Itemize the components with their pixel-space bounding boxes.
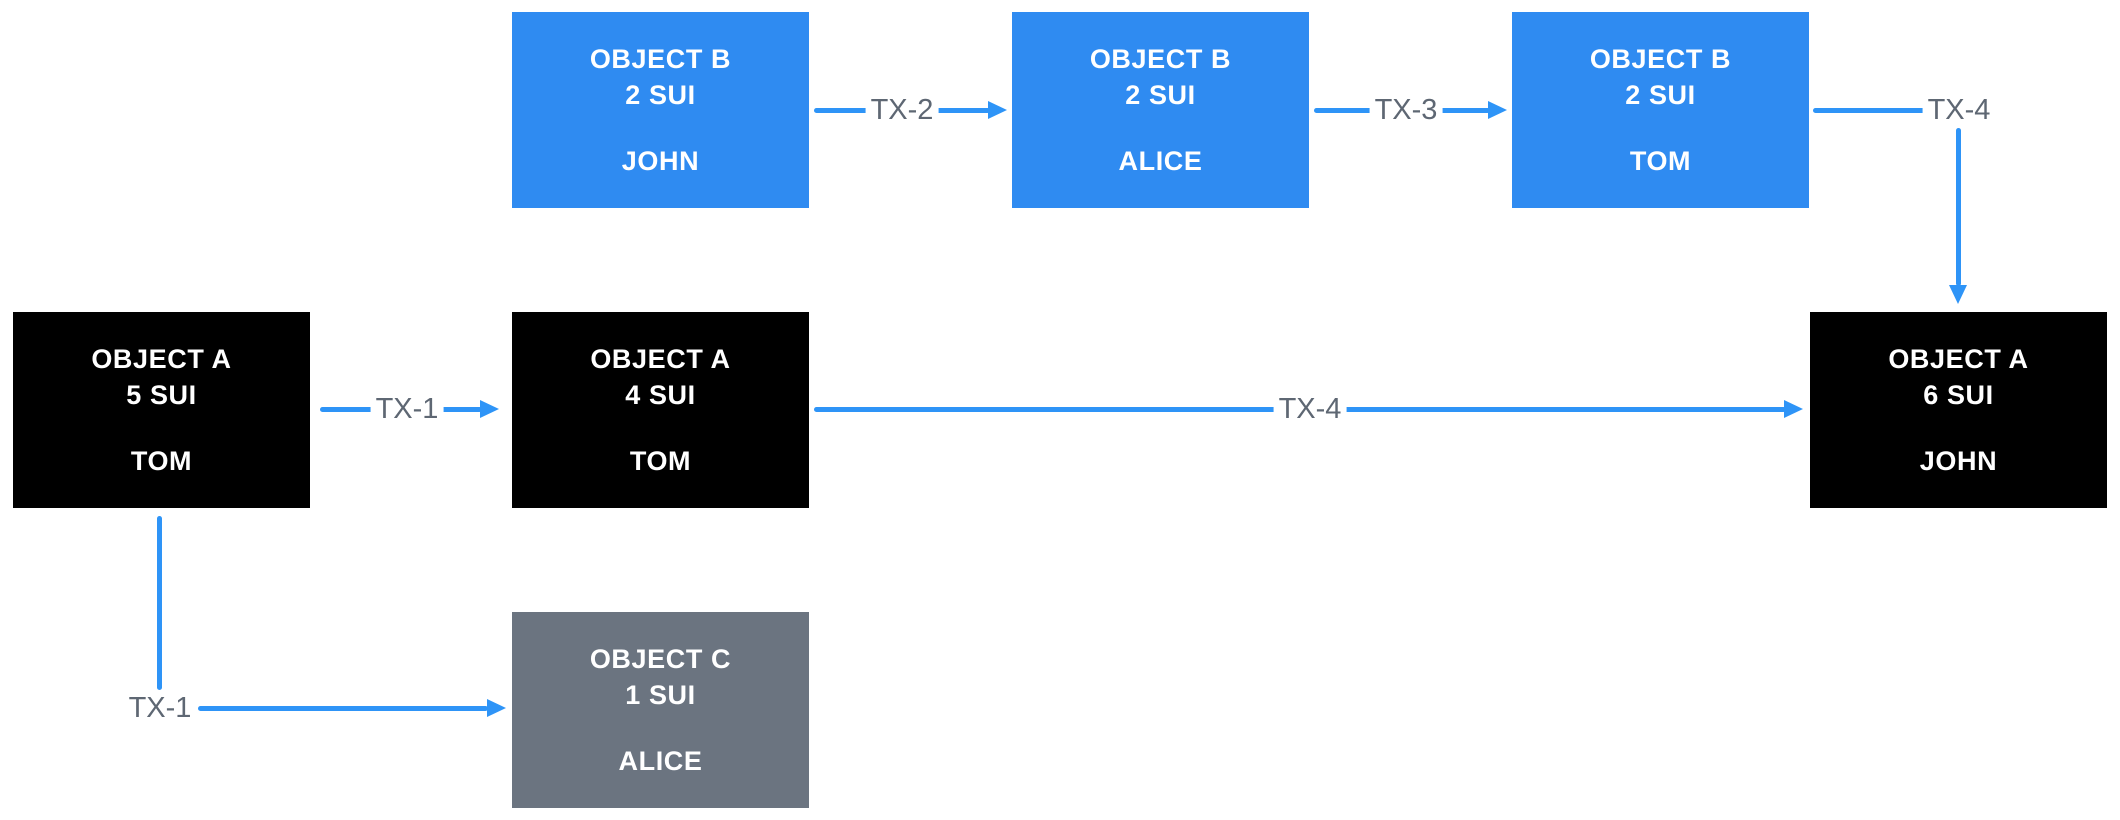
node-amount: 6 SUI — [1923, 380, 1994, 410]
node-amount: 1 SUI — [625, 680, 696, 710]
node-owner: ALICE — [1118, 146, 1203, 176]
node-title: OBJECT A — [1888, 344, 2029, 374]
node-amount: 2 SUI — [625, 80, 696, 110]
edge-line — [1956, 128, 1961, 286]
edge-label-tx4: TX-4 — [1922, 94, 1996, 126]
node-amount: 2 SUI — [1625, 80, 1696, 110]
node-amount: 5 SUI — [126, 380, 197, 410]
edge-line — [1813, 108, 1927, 113]
arrowhead-right-icon — [1784, 400, 1803, 418]
node-title: OBJECT B — [589, 44, 732, 74]
node-title: OBJECT A — [91, 344, 232, 374]
object-node-b-john: OBJECT B 2 SUI JOHN — [512, 12, 809, 208]
arrowhead-right-icon — [1488, 101, 1507, 119]
node-amount: 2 SUI — [1125, 80, 1196, 110]
edge-label-tx1: TX-1 — [370, 393, 444, 425]
object-node-b-tom: OBJECT B 2 SUI TOM — [1512, 12, 1809, 208]
node-owner: TOM — [1629, 146, 1692, 176]
node-title: OBJECT A — [590, 344, 731, 374]
arrowhead-right-icon — [487, 699, 506, 717]
edge-label-tx4-long: TX-4 — [1273, 393, 1347, 425]
node-owner: ALICE — [618, 746, 703, 776]
object-node-c-alice: OBJECT C 1 SUI ALICE — [512, 612, 809, 808]
node-title: OBJECT B — [1589, 44, 1732, 74]
edge-line — [198, 706, 488, 711]
edge-label-tx1-elbow: TX-1 — [123, 692, 197, 724]
edge-line — [157, 516, 162, 690]
node-owner: JOHN — [1919, 446, 1998, 476]
edge-label-tx3: TX-3 — [1369, 94, 1443, 126]
node-amount: 4 SUI — [625, 380, 696, 410]
arrowhead-right-icon — [988, 101, 1007, 119]
node-owner: JOHN — [621, 146, 700, 176]
node-owner: TOM — [130, 446, 193, 476]
object-node-a-5sui-tom: OBJECT A 5 SUI TOM — [13, 312, 310, 508]
arrowhead-right-icon — [480, 400, 499, 418]
node-title: OBJECT C — [589, 644, 732, 674]
arrowhead-down-icon — [1949, 285, 1967, 304]
node-title: OBJECT B — [1089, 44, 1232, 74]
edge-label-tx2: TX-2 — [865, 94, 939, 126]
object-node-a-6sui-john: OBJECT A 6 SUI JOHN — [1810, 312, 2107, 508]
object-node-a-4sui-tom: OBJECT A 4 SUI TOM — [512, 312, 809, 508]
object-node-b-alice: OBJECT B 2 SUI ALICE — [1012, 12, 1309, 208]
node-owner: TOM — [629, 446, 692, 476]
